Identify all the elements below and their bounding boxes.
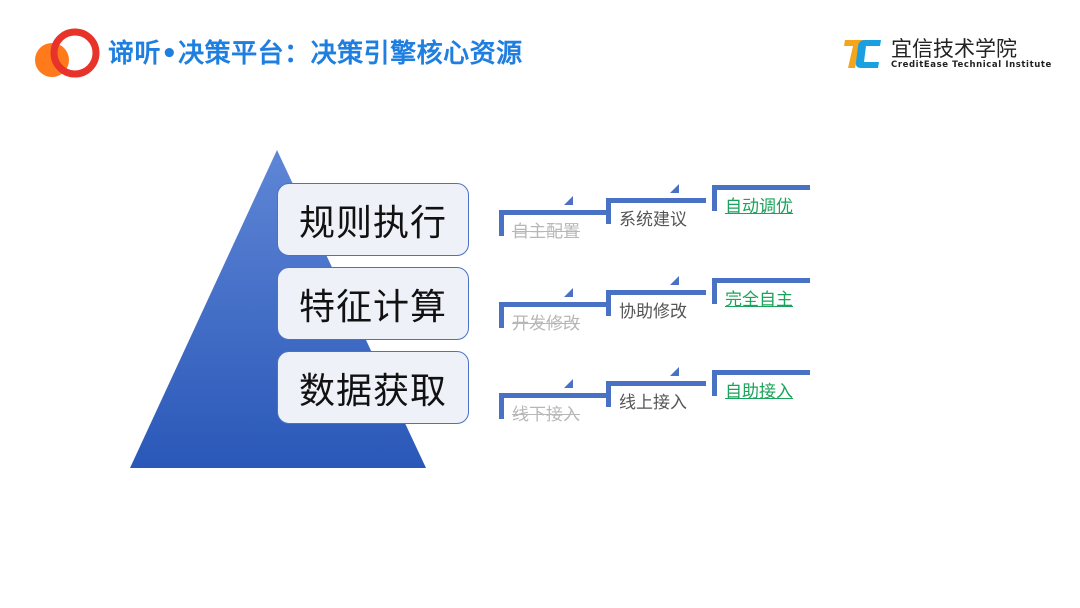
stage-bracket <box>712 370 810 396</box>
stage-tick <box>670 276 679 285</box>
stage-label: 线下接入 <box>512 405 580 425</box>
stage-target: 自助接入 <box>712 370 810 410</box>
stage-deprecated: 线下接入 <box>499 379 609 433</box>
brand-subtitle: CreditEase Technical Institute <box>891 60 1052 70</box>
stage-bracket <box>606 381 706 407</box>
stage-tick <box>564 288 573 297</box>
stage-current: 线上接入 <box>606 367 706 421</box>
stage-label[interactable]: 自助接入 <box>725 382 793 402</box>
layer-data-acquisition: 数据获取 <box>277 351 469 424</box>
stage-tick <box>670 184 679 193</box>
tc-logo-icon <box>844 40 881 68</box>
stage-target: 完全自主 <box>712 278 810 318</box>
stage-bracket <box>606 198 706 224</box>
brand-name: 宜信技术学院 <box>891 37 1017 61</box>
logo-icon <box>35 28 100 78</box>
stage-label: 自主配置 <box>512 222 580 242</box>
stage-target: 自动调优 <box>712 185 810 225</box>
page-title: 谛听•决策平台：决策引擎核心资源 <box>108 39 523 69</box>
stage-tick <box>564 379 573 388</box>
stage-deprecated: 开发修改 <box>499 288 609 342</box>
stage-bracket <box>499 302 609 328</box>
stage-deprecated: 自主配置 <box>499 196 609 250</box>
stage-bracket <box>606 290 706 316</box>
stage-current: 系统建议 <box>606 184 706 238</box>
stage-label: 协助修改 <box>619 302 687 322</box>
stage-current: 协助修改 <box>606 276 706 330</box>
stage-label: 开发修改 <box>512 314 580 334</box>
stage-label[interactable]: 完全自主 <box>725 290 793 310</box>
stage-bracket <box>499 393 609 419</box>
stage-label: 线上接入 <box>619 393 687 413</box>
stage-tick <box>564 196 573 205</box>
stage-bracket <box>712 185 810 211</box>
stage-label: 系统建议 <box>619 210 687 230</box>
stage-label[interactable]: 自动调优 <box>725 197 793 217</box>
brand-logo: 宜信技术学院 CreditEase Technical Institute <box>843 33 1051 73</box>
layer-feature-computation: 特征计算 <box>277 267 469 340</box>
stage-tick <box>670 367 679 376</box>
stage-bracket <box>712 278 810 304</box>
stage-bracket <box>499 210 609 236</box>
layer-rule-execution: 规则执行 <box>277 183 469 256</box>
